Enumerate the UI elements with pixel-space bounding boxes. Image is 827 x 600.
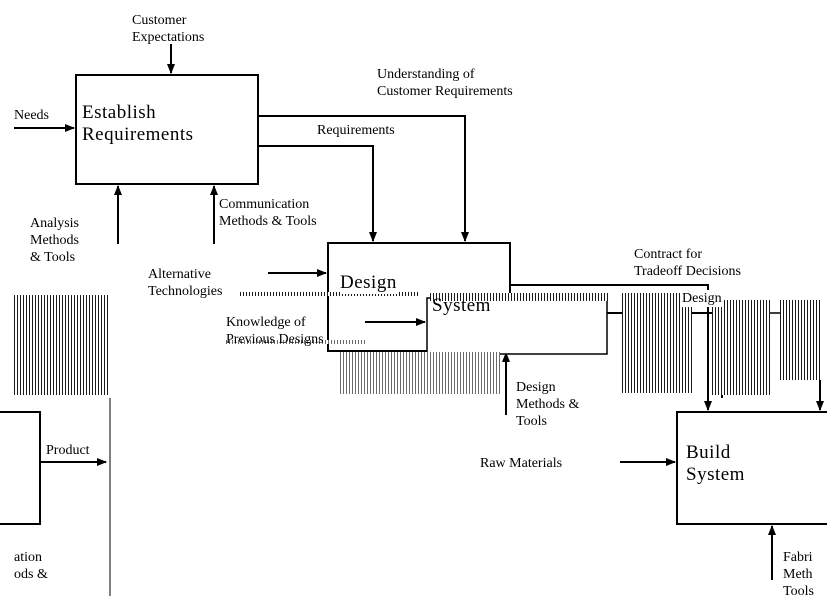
establish-requirements-title-2: Requirements	[82, 124, 194, 145]
understanding-label: Understanding of Customer Requirements	[377, 67, 513, 99]
establish-requirements-box	[75, 74, 259, 185]
requirements-arrow	[258, 145, 377, 242]
needs-label: Needs	[14, 108, 49, 123]
render-artifact-strip	[240, 292, 420, 296]
fabrication-label: Fabri Meth Tools	[783, 550, 814, 599]
requirements-label: Requirements	[317, 123, 395, 138]
alternative-technologies-label: Alternative Technologies	[148, 267, 223, 299]
analysis-methods-label: Analysis Methods & Tools	[30, 216, 79, 265]
render-artifact-right-c	[780, 300, 822, 380]
contract-label: Contract for Tradeoff Decisions	[634, 247, 741, 279]
design-system-title-2: System	[432, 295, 491, 316]
render-artifact-right-a	[622, 293, 692, 393]
design-system-title-1: Design	[340, 272, 397, 294]
customer-expectations-label: Customer Expectations	[132, 13, 205, 45]
knowledge-label: Knowledge of Previous Designs	[226, 315, 324, 347]
glitch-inner-box	[426, 297, 608, 355]
render-artifact-left	[14, 295, 108, 395]
render-artifact-lower-mid	[340, 352, 500, 394]
build-system-box	[676, 411, 827, 525]
design-clipped-label: Design	[682, 290, 722, 307]
product-label: Product	[46, 443, 90, 458]
establish-requirements-title-1: Establish	[82, 102, 157, 123]
understanding-arrow	[258, 115, 469, 242]
render-artifact-right-b	[712, 300, 770, 395]
communication-methods-label: Communication Methods & Tools	[219, 197, 317, 229]
render-artifact-mid	[430, 293, 610, 301]
build-system-title-2: System	[686, 464, 745, 485]
render-artifact-under-knowledge	[226, 340, 366, 344]
left-cut-box	[0, 411, 41, 525]
left-cut-label: ation ods &	[14, 550, 48, 582]
raw-materials-label: Raw Materials	[480, 456, 563, 471]
design-methods-label: Design Methods & Tools	[516, 380, 580, 429]
build-system-title-1: Build	[686, 442, 731, 463]
contract-arrow	[510, 284, 712, 411]
